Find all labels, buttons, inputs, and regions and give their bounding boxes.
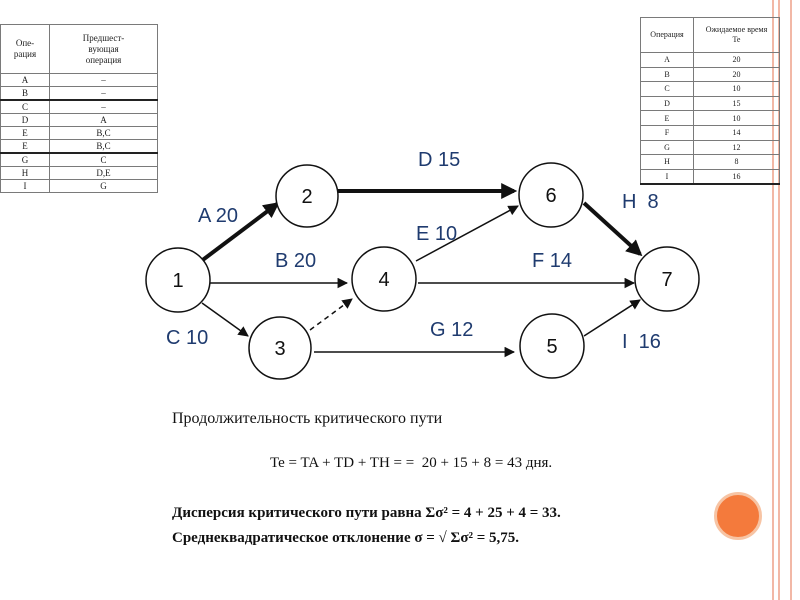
- critical-path-heading: Продолжительность критического пути: [172, 410, 443, 427]
- node-label: 5: [546, 336, 557, 358]
- te-formula: Te = TA + TD + TH = = 20 + 15 + 8 = 43 д…: [270, 455, 553, 471]
- decorative-circle: [714, 492, 762, 540]
- node-5: 5: [519, 313, 585, 379]
- border-stripe: [778, 0, 780, 600]
- node-3: 3: [248, 316, 312, 380]
- stddev-line: Среднеквадратическое отклонение σ = √ Σσ…: [172, 530, 520, 546]
- edge-label: D 15: [418, 149, 460, 171]
- edge-dummy: [309, 298, 353, 331]
- table-cell: B: [0, 86, 50, 101]
- table-cell: I: [640, 168, 694, 186]
- node-label: 1: [172, 270, 183, 292]
- edge-label: B 20: [275, 250, 316, 272]
- table-header: Предшест- вующая операция: [49, 24, 158, 74]
- edge-label: H 8: [622, 191, 659, 213]
- table-header: Операция: [640, 17, 694, 53]
- table-header: Ожидаемое время Te: [693, 17, 780, 53]
- table-cell: G: [49, 179, 158, 193]
- table-cell: A: [0, 73, 50, 87]
- edge-label: C 10: [166, 327, 208, 349]
- edge-e: [415, 205, 519, 262]
- node-label: 6: [545, 185, 556, 207]
- table-cell: E: [0, 126, 50, 140]
- node-label: 2: [301, 186, 312, 208]
- edge-label: E 10: [416, 223, 457, 245]
- node-label: 7: [661, 269, 672, 291]
- border-stripe: [790, 0, 792, 600]
- table-cell: B,C: [49, 126, 158, 140]
- table-header: Опе- рация: [0, 24, 50, 74]
- edge-c: [201, 302, 249, 337]
- node-6: 6: [518, 162, 584, 228]
- edge-h: [582, 201, 643, 257]
- table-cell: –: [49, 86, 158, 101]
- edge-a: [198, 202, 280, 264]
- table-row: A–: [0, 73, 158, 87]
- predecessor-table: Опе- рация Предшест- вующая операция A– …: [0, 24, 158, 193]
- table-cell: B,C: [49, 139, 158, 154]
- border-stripe: [772, 0, 774, 600]
- node-2: 2: [275, 164, 339, 228]
- table-cell: E: [0, 139, 50, 154]
- node-label: 3: [274, 338, 285, 360]
- edge-label: A 20: [198, 205, 238, 227]
- node-7: 7: [634, 246, 700, 312]
- node-1: 1: [145, 247, 211, 313]
- table-cell: 16: [693, 168, 780, 186]
- variance-line: Дисперсия критического пути равна Σσ² = …: [172, 505, 561, 521]
- table-row: B–: [0, 86, 158, 101]
- edge-i: [583, 299, 641, 337]
- table-cell: –: [49, 73, 158, 87]
- node-4: 4: [351, 246, 417, 312]
- edge-label: I 16: [622, 331, 661, 353]
- edge-label: F 14: [532, 250, 572, 272]
- edge-label: G 12: [430, 319, 473, 341]
- node-label: 4: [378, 269, 389, 291]
